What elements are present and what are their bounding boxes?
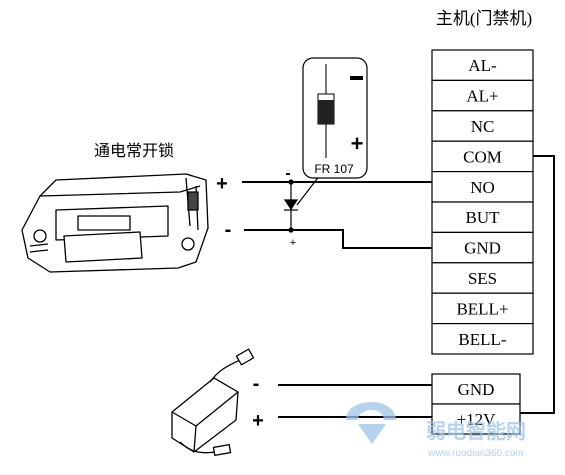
terminal-label: NO [470, 178, 495, 197]
terminal-block: AL- AL+ NC COM NO BUT GND SES BELL+ BELL- [431, 49, 534, 355]
terminal-label: COM [463, 147, 502, 166]
wire-com-to-12v [520, 155, 555, 414]
diode-symbol [283, 174, 321, 233]
diode-junction-minus: - [285, 165, 290, 182]
terminal-cell [431, 323, 534, 355]
watermark-url: www.ruodian360.com [427, 448, 524, 459]
watermark-logo-icon [346, 402, 396, 420]
terminal-label: GND [464, 239, 501, 258]
power-terminal-cell [431, 373, 521, 405]
terminal-cell [431, 201, 534, 233]
lock-icon [21, 173, 209, 273]
diode-part-label: FR 107 [314, 162, 354, 176]
terminal-label: NC [471, 117, 495, 136]
terminal-label: AL+ [466, 87, 498, 106]
watermark-brand: 弱电智能网 [426, 419, 526, 443]
psu-minus-label: - [253, 373, 260, 395]
diode-callout: + FR 107 [302, 57, 368, 179]
terminal-label: AL- [468, 56, 497, 75]
diode-minus-mark [350, 76, 363, 80]
controller-title: 主机(门禁机) [436, 9, 532, 28]
terminal-cell [431, 79, 534, 112]
diode-junction-plus: + [290, 237, 296, 249]
terminal-cell [431, 262, 534, 294]
lock-minus-label: - [225, 219, 232, 241]
power-adapter-icon [171, 348, 255, 456]
terminal-label: BELL+ [456, 299, 508, 318]
lock-plus-label: + [216, 173, 228, 195]
terminal-label: BELL- [458, 330, 506, 349]
power-terminal-label: +12V [457, 410, 497, 429]
diode-plus-label: + [351, 131, 364, 156]
terminal-label: SES [468, 269, 497, 288]
power-terminal-label: GND [458, 380, 495, 399]
terminal-label: BUT [466, 208, 501, 227]
wire-lock-minus-to-gnd [244, 229, 432, 249]
watermark: 弱电智能网 www.ruodian360.com [346, 402, 526, 459]
psu-plus-label: + [252, 410, 264, 432]
power-terminal-block: GND +12V [431, 373, 521, 435]
terminal-cell [431, 49, 534, 81]
lock-label: 通电常开锁 [94, 142, 174, 160]
power-terminal-cell [431, 403, 521, 435]
